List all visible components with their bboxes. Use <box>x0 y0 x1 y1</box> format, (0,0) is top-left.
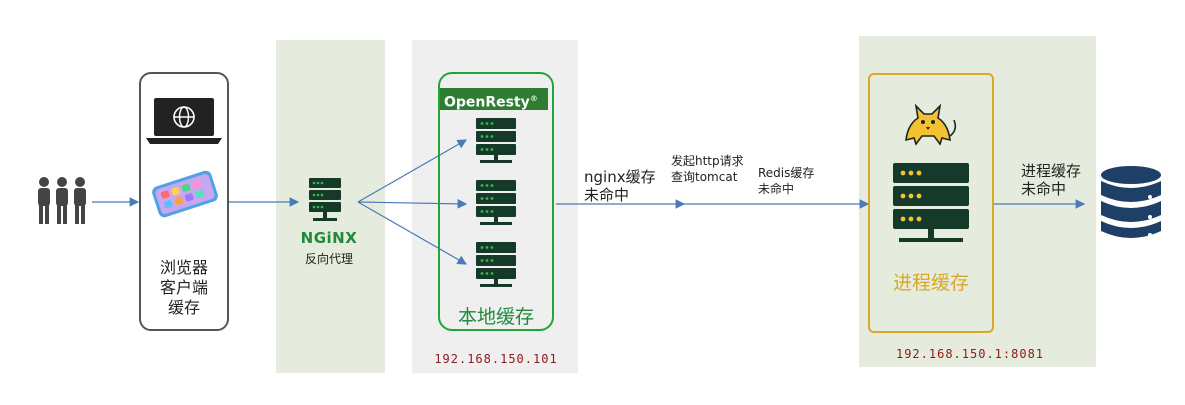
nginx-miss-line2: 未命中 <box>584 186 630 204</box>
nginx-server-icon <box>309 178 341 221</box>
process-miss-label: 进程缓存 未命中 <box>1021 162 1081 198</box>
openresty-badge: OpenResty® <box>440 88 548 111</box>
tomcat-ip: 192.168.150.1:8081 <box>895 347 1045 361</box>
users-icon <box>38 177 86 224</box>
openresty-box <box>438 72 554 331</box>
nginx-logo: NGiNX <box>300 229 358 247</box>
openresty-label: 本地缓存 <box>457 306 534 328</box>
http-line2: 查询tomcat <box>671 170 738 184</box>
redis-miss-line1: Redis缓存 <box>758 166 815 180</box>
tomcat-label: 进程缓存 <box>892 272 969 294</box>
arrow-nginx-to-server-bot <box>357 201 468 265</box>
openresty-server-icon-top <box>476 118 516 163</box>
tomcat-cat-icon <box>905 103 957 146</box>
nginx-miss-label: nginx缓存 未命中 <box>584 168 656 204</box>
openresty-server-icon-mid <box>476 180 516 225</box>
http-request-label: 发起http请求 查询tomcat <box>671 153 744 185</box>
openresty-ip: 192.168.150.101 <box>434 352 558 366</box>
database-icon <box>1101 166 1161 238</box>
client-label-line2: 客户端 <box>159 278 208 297</box>
redis-miss-label: Redis缓存 未命中 <box>758 165 814 197</box>
arrow-nginx-to-server-top <box>357 139 468 203</box>
redis-miss-line2: 未命中 <box>758 182 795 196</box>
client-label-line1: 浏览器 <box>159 258 208 277</box>
http-line1: 发起http请求 <box>671 154 744 168</box>
arrow-nginx-to-server-mid <box>357 199 468 209</box>
tomcat-server-icon <box>893 163 969 242</box>
tomcat-box <box>868 73 994 333</box>
laptop-icon <box>146 98 222 144</box>
openresty-server-icon-bot <box>476 242 516 287</box>
client-label: 浏览器 客户端 缓存 <box>139 258 229 318</box>
nginx-label: 反向代理 <box>304 252 353 266</box>
nginx-miss-line1: nginx缓存 <box>584 168 656 186</box>
openresty-badge-text: OpenResty <box>444 94 530 111</box>
client-label-line3: 缓存 <box>167 298 200 317</box>
process-miss-line2: 未命中 <box>1021 180 1067 198</box>
process-miss-line1: 进程缓存 <box>1021 162 1082 180</box>
phone-icon <box>152 170 218 218</box>
